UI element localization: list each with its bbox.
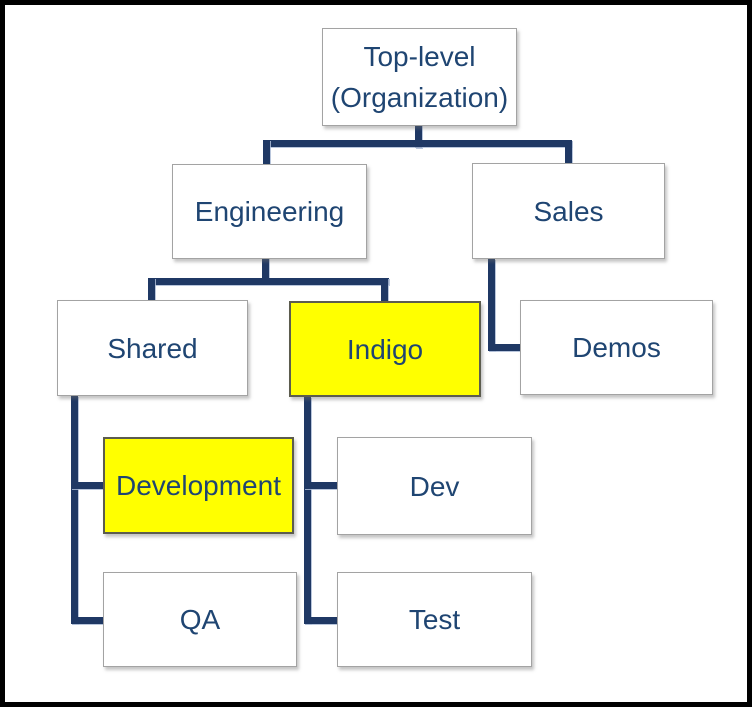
connector-drop-engineering	[263, 140, 270, 169]
connector-indigo-stem	[304, 397, 311, 624]
node-indigo-label: Indigo	[346, 333, 424, 365]
connector-elbow-development	[71, 482, 108, 489]
connector-elbow-demos	[488, 344, 525, 351]
connector-top-crossbar	[263, 140, 572, 147]
node-engineering-label: Engineering	[194, 196, 345, 227]
connector-top-stem	[415, 123, 422, 148]
node-qa: QA	[103, 572, 297, 667]
node-test-label: Test	[408, 604, 461, 635]
node-shared-label: Shared	[107, 332, 198, 364]
connector-drop-indigo	[381, 278, 388, 306]
node-development: Development	[103, 437, 294, 534]
connector-drop-shared	[148, 278, 155, 305]
connector-engineering-stem	[262, 253, 269, 283]
connector-elbow-dev	[304, 482, 342, 489]
node-demos-label: Demos	[572, 332, 661, 363]
node-top-level: Top-level (Organization)	[322, 28, 517, 126]
node-dev-label: Dev	[409, 470, 460, 502]
node-top-level-line1: Top-level	[363, 41, 476, 72]
connector-drop-sales	[565, 140, 572, 168]
node-sales: Sales	[472, 163, 665, 259]
connector-elbow-qa	[71, 617, 108, 624]
connector-elbow-test	[304, 617, 342, 624]
connector-shared-stem	[71, 396, 78, 624]
connector-engineering-crossbar	[148, 278, 389, 285]
node-development-label: Development	[116, 470, 281, 501]
node-dev: Dev	[337, 437, 532, 535]
connector-sales-stem	[488, 259, 495, 351]
node-test: Test	[337, 572, 532, 667]
node-engineering: Engineering	[172, 164, 367, 259]
node-indigo: Indigo	[289, 301, 481, 397]
node-sales-label: Sales	[533, 195, 604, 227]
node-shared: Shared	[57, 300, 248, 396]
node-demos: Demos	[520, 300, 713, 395]
node-qa-label: QA	[179, 604, 221, 635]
node-top-level-line2: (Organization)	[330, 82, 509, 113]
